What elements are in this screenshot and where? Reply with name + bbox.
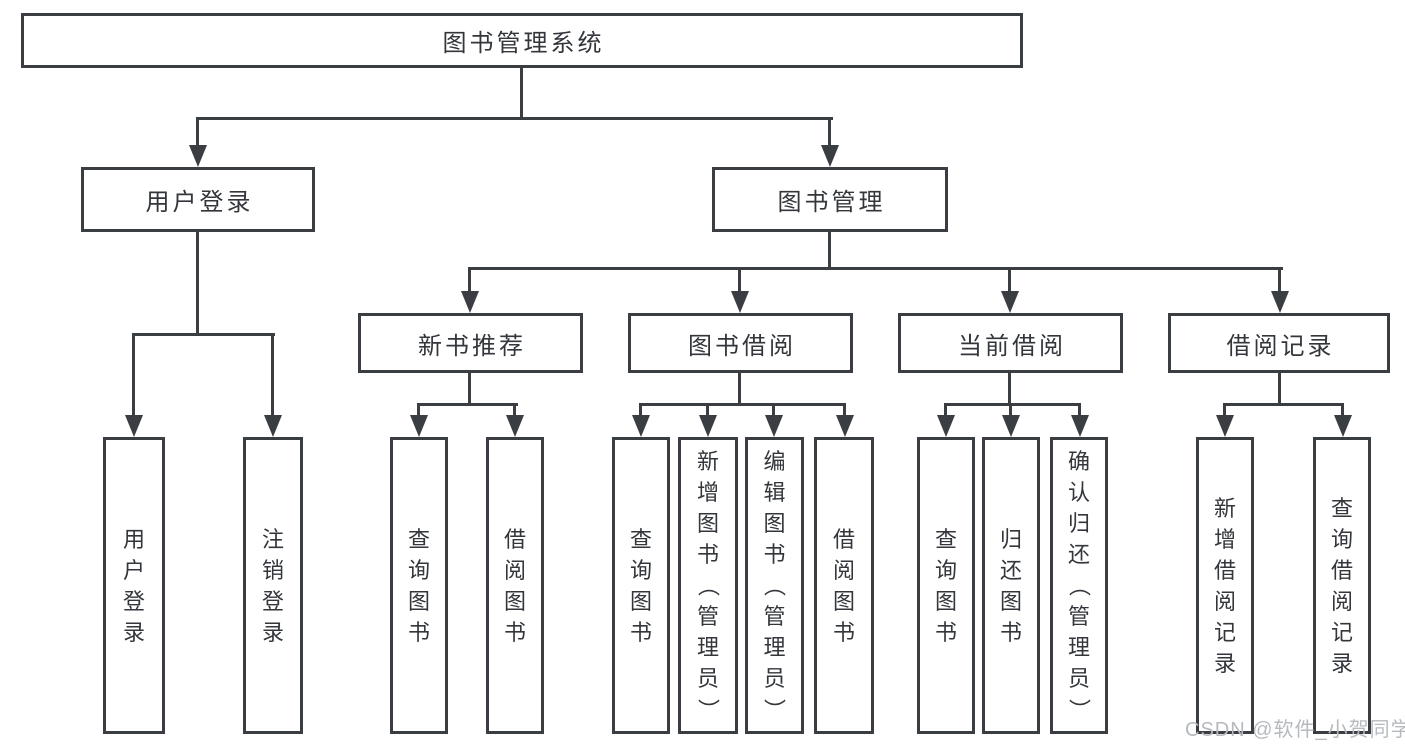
arrow-head-icon (264, 415, 282, 437)
arrow-shaft (513, 403, 516, 419)
arrow-head-icon (1271, 291, 1289, 313)
arrow-shaft (1078, 403, 1081, 419)
leaf-add-book-admin: 新增图书（管理员） (678, 437, 738, 734)
arrow-head-icon (506, 415, 524, 437)
arrow-shaft (271, 333, 274, 419)
connector-user-login-bar (132, 333, 275, 336)
connector-current-borrow-bar (944, 403, 1081, 406)
arrow-head-icon (1216, 415, 1234, 437)
arrow-shaft (639, 403, 642, 419)
leaf-borrow-books: 借阅图书 (814, 437, 874, 734)
arrow-shaft (843, 403, 846, 419)
arrow-shaft (1009, 403, 1012, 419)
arrow-head-icon (821, 145, 839, 167)
arrow-shaft (132, 333, 135, 419)
connector-book-management-stub (828, 232, 831, 270)
csdn-watermark: CSDN @软件_小贺同学 (1185, 719, 1405, 741)
connector-recommend-stub (468, 373, 471, 406)
connector-book-borrow-stub (738, 373, 741, 406)
connector-borrow-records-bar (1223, 403, 1344, 406)
arrow-shaft (944, 403, 947, 419)
arrow-head-icon (937, 415, 955, 437)
leaf-add-borrow-record: 新增借阅记录 (1196, 437, 1254, 734)
arrow-head-icon (699, 415, 717, 437)
arrow-head-icon (410, 415, 428, 437)
connector-book-management-bar (468, 267, 1283, 270)
node-new-book-recommend: 新书推荐 (358, 313, 583, 373)
leaf-confirm-return-admin: 确认归还（管理员） (1050, 437, 1108, 734)
connector-root-bar (196, 117, 833, 120)
arrow-head-icon (836, 415, 854, 437)
node-library-management-system: 图书管理系统 (21, 13, 1023, 68)
connector-root-stub (520, 68, 523, 120)
arrow-head-icon (125, 415, 143, 437)
arrow-shaft (468, 267, 471, 295)
connector-current-borrow-stub (1008, 373, 1011, 406)
arrow-shaft (1278, 267, 1281, 295)
node-user-login-branch: 用户登录 (81, 167, 315, 232)
leaf-recommend-borrow-books: 借阅图书 (486, 437, 544, 734)
node-borrow-records: 借阅记录 (1168, 313, 1390, 373)
arrow-head-icon (1071, 415, 1089, 437)
arrow-shaft (828, 117, 831, 149)
arrow-head-icon (765, 415, 783, 437)
arrow-shaft (196, 117, 199, 149)
leaf-edit-book-admin: 编辑图书（管理员） (745, 437, 804, 734)
arrow-head-icon (189, 145, 207, 167)
connector-recommend-bar (417, 403, 518, 406)
arrow-shaft (772, 403, 775, 419)
leaf-user-login: 用户登录 (103, 437, 165, 734)
arrow-shaft (738, 267, 741, 295)
arrow-shaft (417, 403, 420, 419)
arrow-head-icon (1001, 291, 1019, 313)
arrow-head-icon (632, 415, 650, 437)
node-book-borrow: 图书借阅 (628, 313, 853, 373)
leaf-current-query-books: 查询图书 (917, 437, 975, 734)
leaf-recommend-query-books: 查询图书 (390, 437, 448, 734)
node-book-management-branch: 图书管理 (712, 167, 948, 232)
arrow-shaft (1223, 403, 1226, 419)
arrow-head-icon (461, 291, 479, 313)
node-current-borrow: 当前借阅 (898, 313, 1123, 373)
leaf-query-borrow-record: 查询借阅记录 (1313, 437, 1371, 734)
arrow-head-icon (731, 291, 749, 313)
arrow-head-icon (1002, 415, 1020, 437)
arrow-shaft (1341, 403, 1344, 419)
arrow-shaft (1008, 267, 1011, 295)
connector-book-borrow-bar (639, 403, 846, 406)
leaf-return-books: 归还图书 (982, 437, 1040, 734)
leaf-logout: 注销登录 (243, 437, 303, 734)
leaf-borrow-query-books: 查询图书 (612, 437, 670, 734)
connector-user-login-stub (196, 232, 199, 336)
connector-borrow-records-stub (1278, 373, 1281, 406)
arrow-head-icon (1334, 415, 1352, 437)
arrow-shaft (706, 403, 709, 419)
